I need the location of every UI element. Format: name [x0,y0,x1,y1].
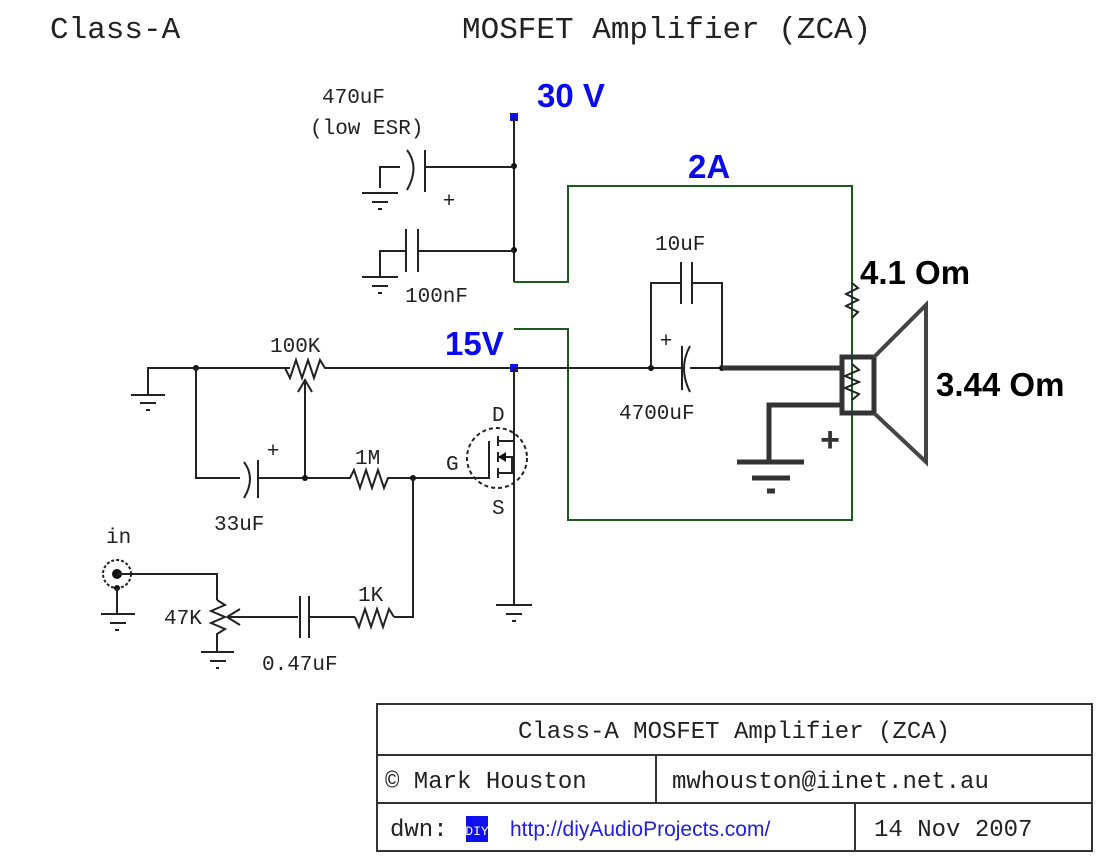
diy-logo [466,816,488,842]
mosfet-source-label: S [492,498,505,521]
title-block-url[interactable]: http://diyAudioProjects.com/ [510,818,770,841]
current-path-annotation [514,185,853,521]
c-047uf-label: 0.47uF [262,654,338,677]
title-block: Class-A MOSFET Amplifier (ZCA) © Mark Ho… [376,703,1093,852]
pot-100k-label: 100K [270,336,321,359]
input-label: in [106,527,131,550]
c-4700uf-label: 4700uF [619,403,695,426]
diy-logo-text: DIY [465,824,489,839]
speaker-ohms-label: 3.44 Om [936,366,1064,403]
r-1k-label: 1K [358,585,384,608]
speaker-polarity-plus: + [820,421,840,459]
c-10uf-label: 10uF [655,234,705,257]
polarity-plus: + [267,441,280,464]
mosfet-gate-label: G [446,454,459,477]
c-33uf-label: 33uF [214,514,264,537]
c-470uf-label: 470uF [322,87,385,110]
capacitor-470uf: + [362,149,514,214]
title-left: Class-A [50,13,181,48]
r-1m-label: 1M [355,448,380,471]
pot-47k-label: 47K [164,608,202,631]
title-block-email: mwhouston@iinet.net.au [672,769,989,796]
polarity-plus: + [660,331,673,354]
output-section: + + [514,262,928,494]
capacitor-100nf [362,229,514,294]
speaker-icon [839,354,877,416]
title-block-date: 14 Nov 2007 [874,817,1032,844]
polarity-plus: + [443,191,456,214]
input-section [101,559,395,669]
supply-voltage-label: 30 V [537,77,605,114]
c-470uf-note: (low ESR) [310,118,423,141]
drain-voltage-label: 15V [445,325,504,362]
supply-rail [510,113,518,282]
title-block-title: Class-A MOSFET Amplifier (ZCA) [518,719,950,746]
mosfet-drain-label: D [492,405,505,428]
title-block-drawn-label: dwn: [390,817,448,844]
mosfet [466,368,532,622]
c-100nf-label: 100nF [405,286,468,309]
current-label: 2A [688,148,730,185]
bias-network: + [131,356,514,618]
title-right: MOSFET Amplifier (ZCA) [462,13,871,48]
title-block-author: © Mark Houston [385,769,587,796]
resistor-ohms-label: 4.1 Om [860,254,970,291]
